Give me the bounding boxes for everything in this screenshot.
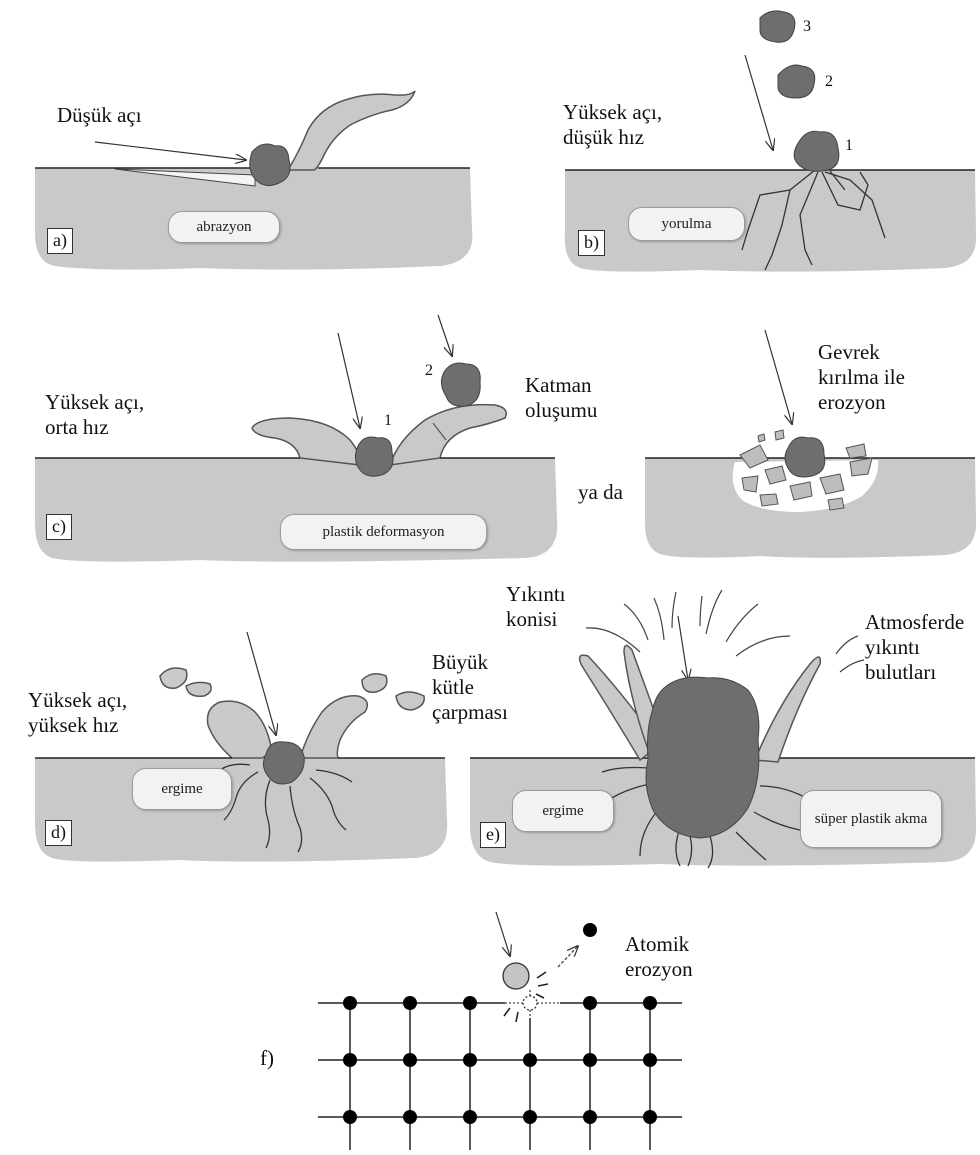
panel-b-process-label: yorulma bbox=[628, 207, 745, 241]
panel-e-caption: Büyük kütle çarpması bbox=[432, 650, 508, 724]
panel-c-particle-1-label: 1 bbox=[384, 412, 392, 431]
panel-b-particle-2-label: 2 bbox=[825, 73, 833, 92]
panel-a-process-label: abrazyon bbox=[168, 211, 280, 243]
panel-c-particle-2-label: 2 bbox=[425, 362, 433, 381]
panel-e-process-left: ergime bbox=[512, 790, 614, 832]
panel-c-layer-label: Katman oluşumu bbox=[525, 373, 597, 423]
panel-a-caption: Düşük açı bbox=[57, 103, 142, 128]
panel-c-arrow-2 bbox=[438, 315, 452, 356]
panel-f-grid bbox=[318, 1003, 682, 1150]
panel-d-caption: Yüksek açı, yüksek hız bbox=[28, 688, 127, 738]
panel-d-droplets bbox=[160, 668, 424, 710]
panel-f-vacancy bbox=[523, 996, 537, 1010]
panel-e-tag: e) bbox=[480, 822, 506, 848]
panel-b-particle-2 bbox=[778, 65, 815, 98]
panel-b-particle-1 bbox=[794, 131, 839, 171]
panel-c-connector: ya da bbox=[578, 480, 623, 505]
panel-c-particle-1 bbox=[355, 437, 393, 476]
panel-d-splash-right bbox=[300, 696, 367, 758]
panel-a-chip bbox=[288, 91, 415, 170]
panel-d-substrate bbox=[35, 758, 447, 862]
panel-c-arrow-1 bbox=[338, 333, 360, 428]
panel-a-particle bbox=[250, 144, 290, 186]
panel-b-particle-3 bbox=[760, 11, 795, 42]
panel-c-process-label: plastik deformasyon bbox=[280, 514, 487, 550]
panel-f-ejected-atom bbox=[583, 923, 597, 937]
panel-d bbox=[35, 632, 447, 862]
panel-f-incident-arrow bbox=[496, 912, 510, 956]
panel-b-tag: b) bbox=[578, 230, 605, 256]
panel-d-splash-left bbox=[208, 701, 273, 758]
panel-b-arrow bbox=[745, 55, 773, 150]
panel-b-particle-3-label: 3 bbox=[803, 18, 811, 37]
panel-e-particle bbox=[646, 677, 759, 838]
panel-d-process-label: ergime bbox=[132, 768, 232, 810]
panel-c-rim-right bbox=[390, 405, 506, 465]
panel-e-arrow bbox=[678, 616, 688, 680]
panel-f-ejected-arrow bbox=[558, 946, 578, 967]
panel-f-incident-particle bbox=[503, 963, 529, 989]
panel-c-tag: c) bbox=[46, 514, 72, 540]
panel-b-substrate bbox=[565, 170, 976, 272]
panel-a-arrow bbox=[95, 142, 246, 160]
panel-a-tag: a) bbox=[47, 228, 73, 254]
panel-e-cone-right bbox=[755, 657, 820, 762]
panel-f-tag: f) bbox=[260, 1046, 274, 1071]
panel-f-caption: Atomik erozyon bbox=[625, 932, 693, 982]
panel-e-cloud-label: Atmosferde yıkıntı bulutları bbox=[865, 610, 964, 684]
panel-e-cone-label: Yıkıntı konisi bbox=[506, 582, 566, 632]
panel-c-alt-caption: Gevrek kırılma ile erozyon bbox=[818, 340, 905, 414]
panel-d-tag: d) bbox=[45, 820, 72, 846]
panel-e-process-right: süper plastik akma bbox=[800, 790, 942, 848]
panel-c-alt bbox=[645, 330, 976, 558]
panel-c-alt-arrow bbox=[765, 330, 792, 424]
panel-b-caption: Yüksek açı, düşük hız bbox=[563, 100, 662, 150]
panel-b-particle-1-label: 1 bbox=[845, 137, 853, 156]
panel-c-caption: Yüksek açı, orta hız bbox=[45, 390, 144, 440]
panel-c-alt-particle bbox=[785, 437, 825, 477]
panel-c-particle-2 bbox=[441, 363, 480, 406]
